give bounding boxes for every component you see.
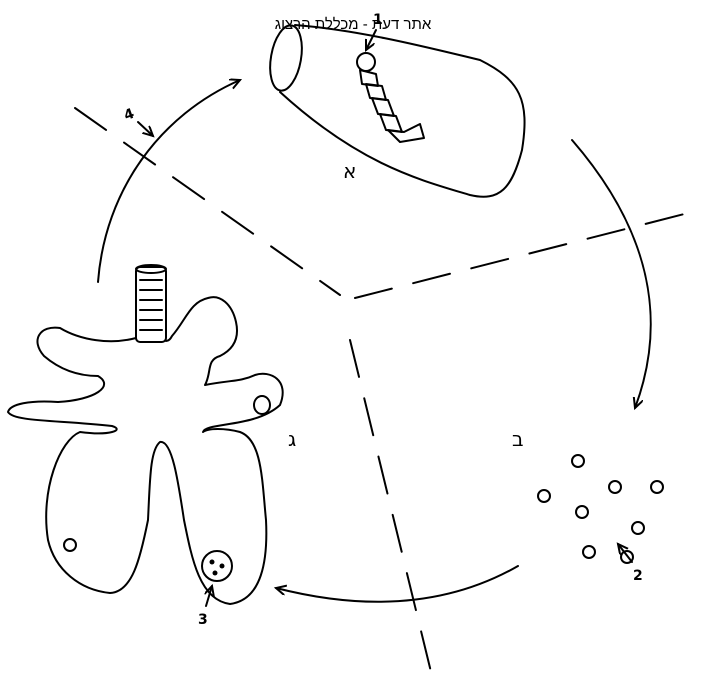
- cyst-shoulder: [254, 396, 270, 414]
- egg: [538, 490, 550, 502]
- cyst-left: [64, 539, 76, 551]
- tube-opening: [265, 23, 306, 93]
- worm-segment-4: [380, 114, 402, 132]
- worm-head: [357, 53, 375, 71]
- egg: [651, 481, 663, 493]
- stage-a-tube: [265, 23, 524, 197]
- egg: [632, 522, 644, 534]
- divider-lower: [350, 340, 432, 676]
- worm: [357, 53, 424, 142]
- cyst-right: [202, 551, 232, 581]
- arrow-a-to-b: [572, 140, 651, 408]
- tube-body: [280, 25, 525, 197]
- site-title: אתר דעת - מכללת הרצוג: [0, 16, 706, 33]
- stage-g-label: ג: [288, 427, 296, 451]
- marker-3-label: 3: [198, 612, 208, 628]
- marker-2-arrow: [618, 544, 632, 562]
- egg: [572, 455, 584, 467]
- worm-segment-3: [372, 98, 394, 116]
- divider-upper-left: [75, 108, 340, 295]
- egg: [583, 546, 595, 558]
- stage-a-label: א: [343, 159, 356, 183]
- egg: [576, 506, 588, 518]
- divider-lines: [75, 108, 700, 676]
- marker-1-arrow: [366, 30, 376, 50]
- stage-b-label: ב: [512, 427, 524, 451]
- marker-4-arrow: [138, 122, 153, 136]
- worm-segment-5: [388, 124, 424, 142]
- arrow-b-to-g: [276, 566, 518, 602]
- egg: [609, 481, 621, 493]
- arrow-g-to-a: [98, 80, 240, 282]
- host-body-outline: [8, 297, 283, 604]
- marker-2-label: 2: [633, 568, 643, 584]
- stage-b-eggs: [538, 455, 663, 563]
- marker-4-label: 4: [122, 106, 137, 124]
- stage-g-host: [8, 265, 283, 604]
- neck-rings: [140, 280, 162, 330]
